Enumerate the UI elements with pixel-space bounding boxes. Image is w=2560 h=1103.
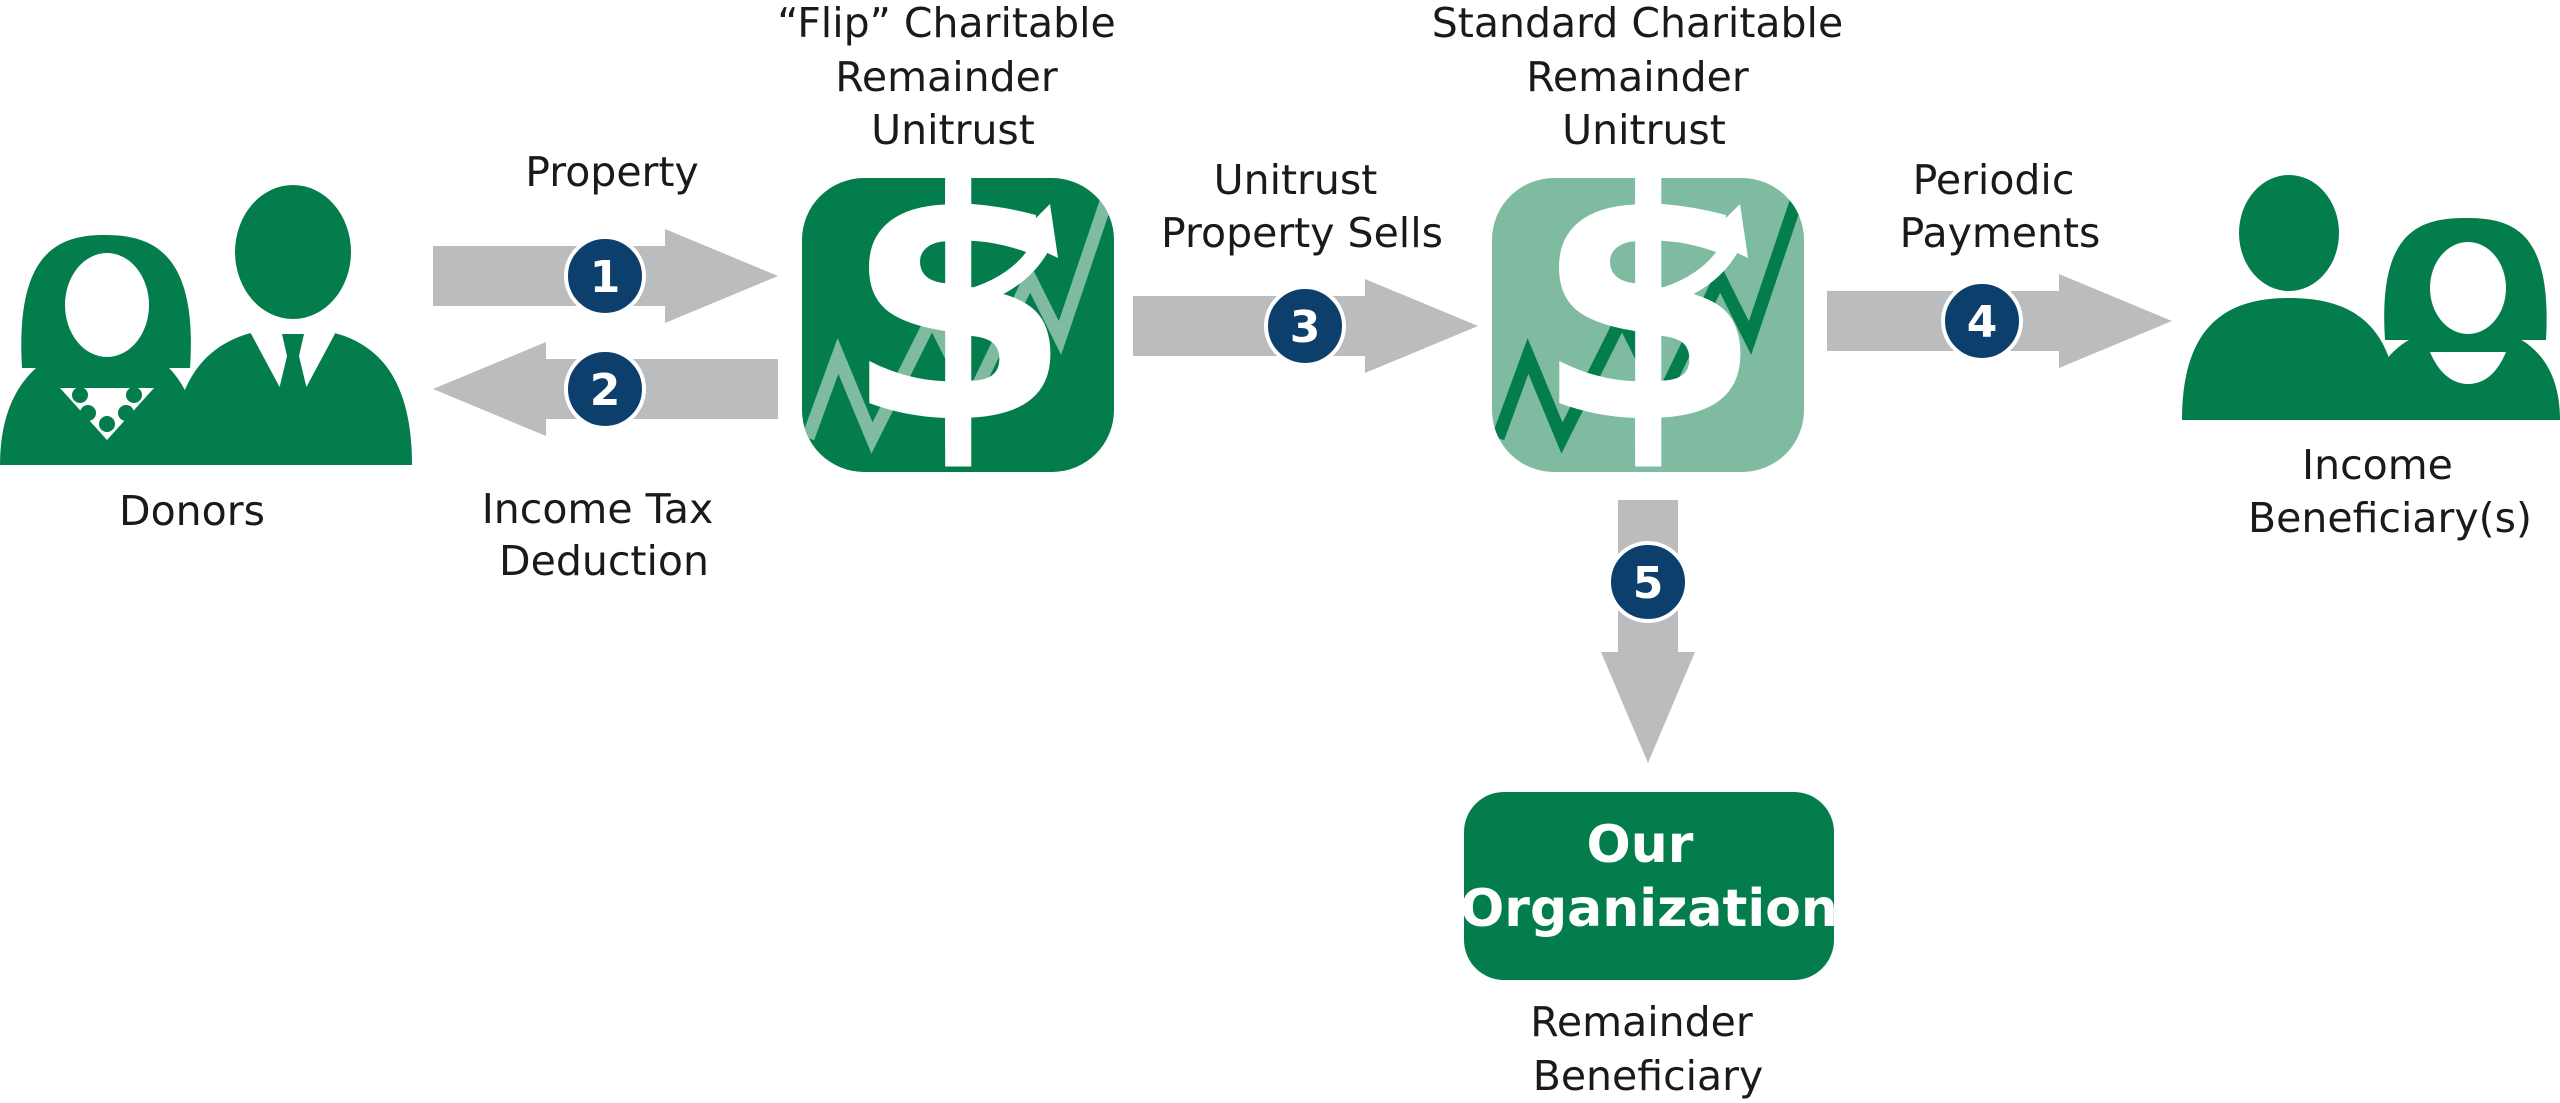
flip-trust-box: $ xyxy=(802,112,1114,496)
donors-label: Donors xyxy=(119,487,265,535)
step-badge-3: 3 xyxy=(1264,285,1346,367)
income-beneficiaries-icon xyxy=(2182,175,2560,420)
flip-trust-title: “Flip” Charitable Remainder Unitrust xyxy=(777,0,1129,154)
standard-trust-box: $ xyxy=(1492,112,1804,496)
organization-box: Our Organization xyxy=(1460,792,1838,980)
step-badge-5: 5 xyxy=(1607,541,1689,623)
arrow-up-right-icon xyxy=(1643,231,1743,309)
income-beneficiary-label: Income Beneficiary(s) xyxy=(2248,441,2532,542)
donors-icon xyxy=(0,185,412,465)
svg-text:2: 2 xyxy=(590,365,621,416)
svg-text:1: 1 xyxy=(590,252,621,303)
step-1-label: Property xyxy=(525,148,699,196)
step-badge-4: 4 xyxy=(1941,280,2023,362)
growth-chart-line xyxy=(802,187,1114,454)
arrow-up-right-icon xyxy=(953,231,1053,309)
step-badge-1: 1 xyxy=(564,235,646,317)
organization-name: Our xyxy=(1587,815,1694,875)
step-3-label: Unitrust Property Sells xyxy=(1161,156,1443,257)
arrow-step-5 xyxy=(1601,500,1695,763)
svg-text:5: 5 xyxy=(1633,558,1664,609)
svg-text:3: 3 xyxy=(1290,302,1321,353)
organization-name: Organization xyxy=(1460,879,1838,939)
growth-chart-line xyxy=(1492,187,1804,454)
step-4-label: Periodic Payments xyxy=(1900,156,2101,257)
svg-text:Our Organization: Our Organization xyxy=(1460,815,1838,939)
step-2-label: Income Tax Deduction xyxy=(482,485,727,585)
step-badge-2: 2 xyxy=(564,348,646,430)
remainder-beneficiary-label: Remainder Beneficiary xyxy=(1530,998,1765,1100)
svg-text:4: 4 xyxy=(1967,297,1998,348)
standard-trust-title: Standard Charitable Remainder Unitrust xyxy=(1432,0,1856,154)
